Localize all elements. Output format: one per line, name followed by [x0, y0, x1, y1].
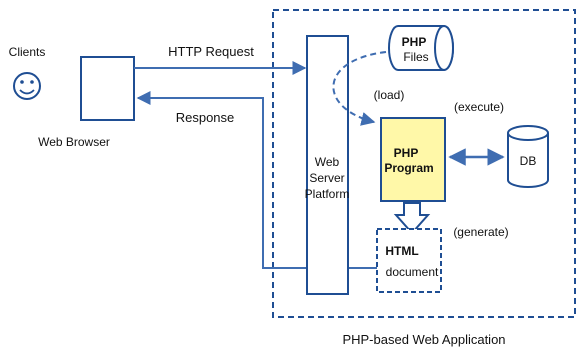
execute-label: (execute) [454, 100, 504, 114]
db-label: DB [520, 154, 537, 168]
html-document-box [376, 228, 442, 293]
load-label: (load) [374, 88, 405, 102]
http-request-label: HTTP Request [168, 44, 254, 59]
load-arrow [332, 51, 387, 126]
web-server-platform-box [306, 35, 349, 295]
php-files-line2: Files [403, 50, 428, 64]
php-files-cylinder [388, 25, 454, 71]
php-web-application-container [272, 9, 576, 318]
generate-label: (generate) [453, 225, 508, 239]
html-document-line1: HTML [385, 244, 418, 258]
web-browser-label: Web Browser [38, 135, 110, 149]
php-program-box [380, 117, 446, 202]
client-smiley-icon [13, 72, 41, 100]
container-label: PHP-based Web Application [342, 332, 505, 347]
html-document-line2: document [386, 265, 439, 279]
web-server-line1: Web [315, 155, 340, 169]
db-cylinder [507, 125, 549, 188]
response-label: Response [176, 110, 235, 125]
php-program-line2: Program [384, 161, 433, 175]
php-files-line1: PHP [402, 35, 427, 49]
web-server-line3: Platform [305, 187, 350, 201]
generate-arrow [393, 202, 431, 235]
php-program-line1: PHP [394, 146, 419, 160]
web-server-line2: Server [309, 171, 344, 185]
clients-label: Clients [9, 45, 46, 59]
web-browser-box [80, 56, 135, 121]
